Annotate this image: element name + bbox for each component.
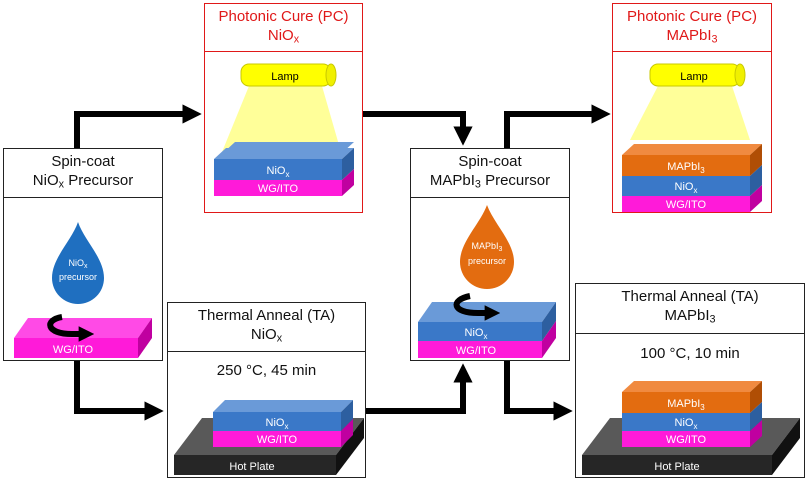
svg-text:NiOx: NiOx xyxy=(267,165,290,179)
condition-text: 100 °C, 10 min xyxy=(640,345,740,362)
arrow-ta-nio-to-spin-mapbi xyxy=(366,363,473,414)
arrow-spin-mapbi-to-pc-mapbi xyxy=(504,104,611,148)
svg-text:MAPbI3: MAPbI3 xyxy=(667,398,705,412)
svg-text:WG/ITO: WG/ITO xyxy=(456,345,497,357)
svg-text:Lamp: Lamp xyxy=(680,71,708,83)
svg-text:precursor: precursor xyxy=(468,256,506,266)
svg-text:NiOx: NiOx xyxy=(675,181,698,195)
thermal-anneal-mapbi-title: Thermal Anneal (TA) MAPbI3 xyxy=(621,288,759,326)
substrate-spin-nio: WG/ITO xyxy=(14,318,152,358)
svg-text:WG/ITO: WG/ITO xyxy=(53,344,94,356)
photonic-cure-mapbi-title: Photonic Cure (PC) MAPbI3 xyxy=(626,8,758,46)
condition-text: 250 °C, 45 min xyxy=(216,362,317,379)
svg-text:WG/ITO: WG/ITO xyxy=(666,434,707,446)
flow-arrows xyxy=(74,104,611,421)
svg-text:NiOx: NiOx xyxy=(675,417,698,431)
photonic-cure-nio-title: Photonic Cure (PC) NiOx xyxy=(218,8,349,46)
spin-arrow-icon xyxy=(47,314,95,342)
arrow-spin-mapbi-to-ta-mapbi xyxy=(504,361,573,421)
svg-text:Hot Plate: Hot Plate xyxy=(229,461,274,473)
arrow-spin-to-pc-nio xyxy=(74,104,202,148)
lamp-mapbi: Lamp xyxy=(630,63,750,140)
spin-coat-nio-title: Spin-coat NiOx Precursor xyxy=(32,153,134,191)
stack-ta-nio: NiOx WG/ITO xyxy=(213,400,353,447)
stack-pc-mapbi: MAPbI3 NiOx WG/ITO xyxy=(622,144,762,212)
lamp-nio: Lamp xyxy=(222,63,341,152)
svg-text:NiOx: NiOx xyxy=(266,417,289,431)
svg-text:Hot Plate: Hot Plate xyxy=(654,461,699,473)
svg-text:WG/ITO: WG/ITO xyxy=(666,199,707,211)
droplet-mapbi: MAPbI3 precursor xyxy=(460,205,514,289)
svg-text:WG/ITO: WG/ITO xyxy=(258,183,299,195)
thermal-anneal-nio-title: Thermal Anneal (TA) NiOx xyxy=(197,307,336,345)
svg-text:NiOx: NiOx xyxy=(69,258,89,270)
svg-text:MAPbI3: MAPbI3 xyxy=(472,241,503,253)
arrow-pc-nio-to-spin-mapbi xyxy=(363,111,473,146)
svg-text:MAPbI3: MAPbI3 xyxy=(667,161,705,175)
spin-coat-mapbi-title: Spin-coat MAPbI3 Precursor xyxy=(429,153,551,191)
svg-text:Lamp: Lamp xyxy=(271,71,299,83)
svg-text:WG/ITO: WG/ITO xyxy=(257,434,298,446)
arrow-spin-to-ta-nio xyxy=(74,361,164,421)
stack-ta-mapbi: MAPbI3 NiOx WG/ITO xyxy=(622,381,762,447)
droplet-nio: NiOx precursor xyxy=(52,222,104,304)
spin-arrow-icon xyxy=(453,293,501,321)
svg-text:NiOx: NiOx xyxy=(465,327,488,341)
stack-pc-nio: NiOx WG/ITO xyxy=(214,142,354,196)
svg-text:precursor: precursor xyxy=(59,272,97,282)
